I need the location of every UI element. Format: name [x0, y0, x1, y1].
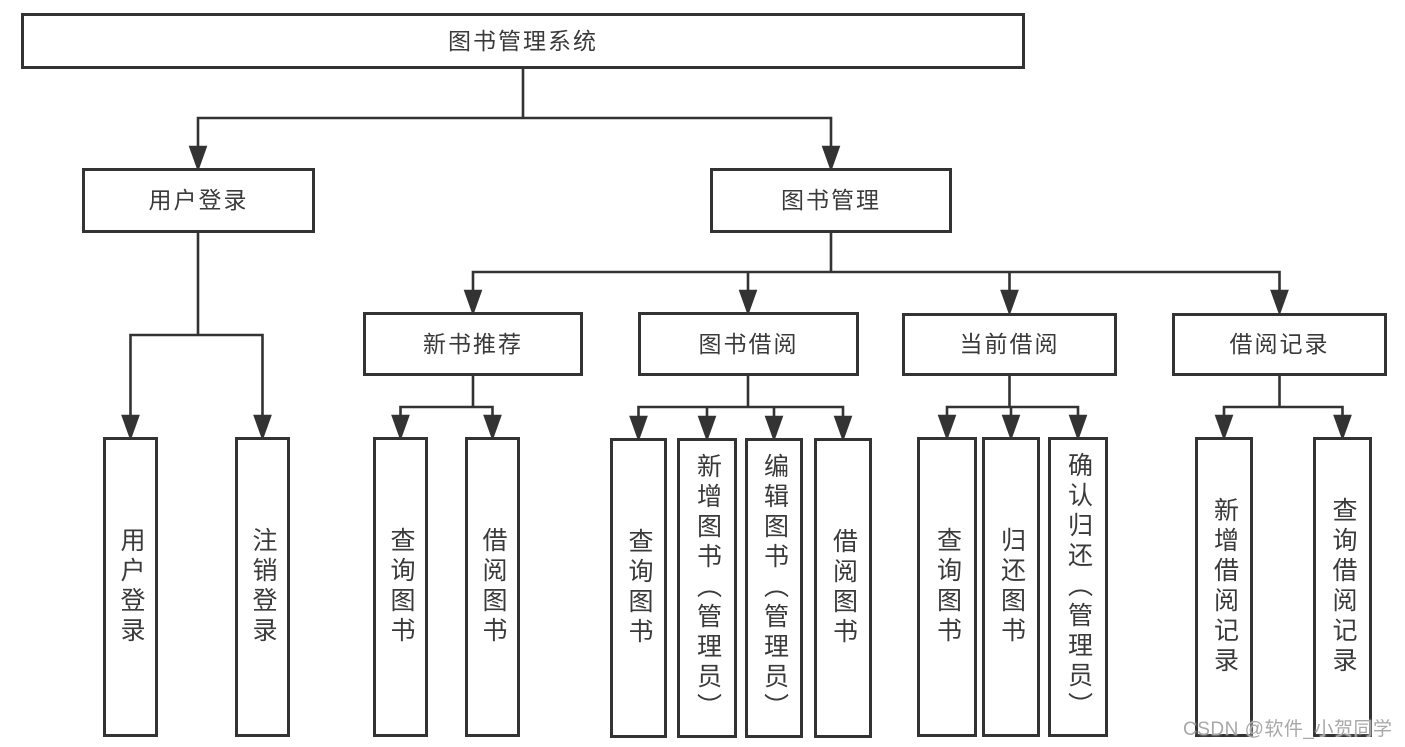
leaf-add-book-admin: 新增图书（管理员） — [677, 438, 737, 738]
leaf-edit-book-admin: 编辑图书（管理员） — [745, 438, 803, 738]
node-label: 当前借阅 — [959, 331, 1060, 357]
node-label: 图书管理系统 — [448, 27, 598, 54]
leaf-label: 注销登录 — [249, 527, 277, 647]
node-label: 用户登录 — [148, 187, 249, 213]
leaf-label: 归还图书 — [997, 527, 1026, 647]
leaf-label: 用户登录 — [117, 527, 145, 647]
leaf-label: 确认归还（管理员） — [1064, 452, 1093, 722]
leaf-confirm-return-admin: 确认归还（管理员） — [1048, 437, 1108, 737]
leaf-label: 查询借阅记录 — [1329, 497, 1357, 677]
node-book-borrowing: 图书借阅 — [638, 312, 859, 376]
leaf-label: 新增图书（管理员） — [693, 453, 722, 723]
node-borrowing-records: 借阅记录 — [1172, 313, 1387, 376]
leaf-return-book: 归还图书 — [982, 437, 1040, 737]
leaf-borrow-book-2: 借阅图书 — [814, 438, 872, 738]
leaf-label: 新增借阅记录 — [1210, 497, 1239, 677]
node-label: 图书借阅 — [698, 330, 799, 357]
node-label: 新书推荐 — [423, 330, 523, 357]
leaf-user-login: 用户登录 — [103, 437, 158, 737]
leaf-query-book-3: 查询图书 — [917, 437, 977, 737]
connector-current-borrow-to-children — [937, 374, 1088, 441]
leaf-query-book-2: 查询图书 — [610, 438, 667, 738]
leaf-label: 查询图书 — [625, 528, 653, 648]
leaf-logout: 注销登录 — [235, 437, 290, 737]
leaf-label: 编辑图书（管理员） — [760, 453, 789, 723]
leaf-label: 借阅图书 — [829, 528, 858, 648]
csdn-watermark: CSDN @软件_小贺同学 — [1183, 719, 1393, 740]
node-new-book-recommend: 新书推荐 — [363, 312, 583, 376]
connector-borrow-record-to-children — [1214, 374, 1352, 441]
leaf-query-borrow-record: 查询借阅记录 — [1313, 437, 1372, 737]
leaf-label: 查询图书 — [933, 527, 962, 647]
leaf-add-borrow-record: 新增借阅记录 — [1195, 437, 1253, 737]
node-label: 借阅记录 — [1229, 331, 1330, 357]
leaf-query-book-1: 查询图书 — [373, 437, 428, 737]
connector-new-book-to-children — [391, 374, 502, 441]
leaf-borrow-book-1: 借阅图书 — [465, 437, 520, 737]
connector-user-login-to-children — [121, 231, 272, 441]
connector-book-borrow-to-children — [629, 374, 853, 442]
node-label: 图书管理 — [781, 187, 881, 213]
leaf-label: 借阅图书 — [479, 527, 507, 647]
node-user-login: 用户登录 — [82, 168, 315, 233]
node-library-management-system: 图书管理系统 — [21, 13, 1025, 69]
node-current-borrowing: 当前借阅 — [902, 313, 1117, 376]
connector-root-to-level2 — [188, 67, 841, 172]
connector-book-management-to-level3 — [463, 231, 1289, 316]
leaf-label: 查询图书 — [387, 527, 415, 647]
node-book-management: 图书管理 — [710, 168, 952, 233]
